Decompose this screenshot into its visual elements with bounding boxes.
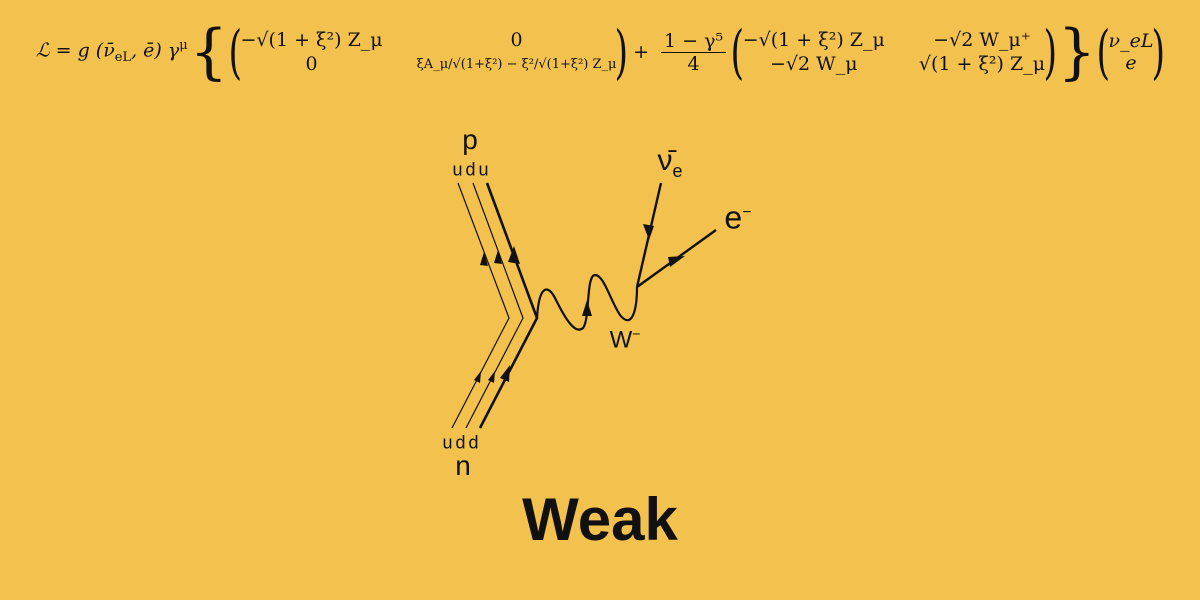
quark-line-d <box>465 182 524 429</box>
antineutrino-label: ν̄e <box>657 144 683 181</box>
electron-label: e− <box>724 199 752 236</box>
w-boson-label: W− <box>609 325 641 354</box>
arrow-icon <box>494 250 502 264</box>
proton-quarks-label: udu <box>452 159 492 180</box>
arrow-icon <box>474 371 481 383</box>
quark-line-d-to-u <box>478 182 539 429</box>
right-brace: } <box>1057 17 1096 87</box>
arrow-icon <box>643 224 654 240</box>
left-brace: { <box>189 17 228 87</box>
neutron-quarks-label: udd <box>442 432 482 453</box>
page-title: Weak <box>522 486 678 553</box>
arrow-icon <box>480 252 488 266</box>
matrix-1: −√(1 + ξ²) Z_μ 0 0 ξA_μ/√(1+ξ²) − ξ²/√(1… <box>240 29 617 75</box>
quark-line-u1 <box>451 182 510 429</box>
arrow-icon <box>668 256 685 267</box>
lagrangian-equation: ℒ = g (ν̄eL, ē) γμ { ( −√(1 + ξ²) Z_μ 0 … <box>35 17 1166 87</box>
arrow-icon <box>488 371 495 383</box>
arrow-icon <box>508 246 520 264</box>
eq-lhs: ℒ = g (ν̄eL, ē) γμ <box>35 38 188 66</box>
w-boson-wave <box>535 273 639 331</box>
neutron-label: n <box>455 450 471 481</box>
arrow-icon <box>500 365 510 382</box>
arrow-icon <box>582 300 592 316</box>
proton-label: p <box>462 124 478 155</box>
matrix-2: −√(1 + ξ²) Z_μ −√2 W_μ⁺ −√2 W_μ √(1 + ξ²… <box>742 29 1046 75</box>
